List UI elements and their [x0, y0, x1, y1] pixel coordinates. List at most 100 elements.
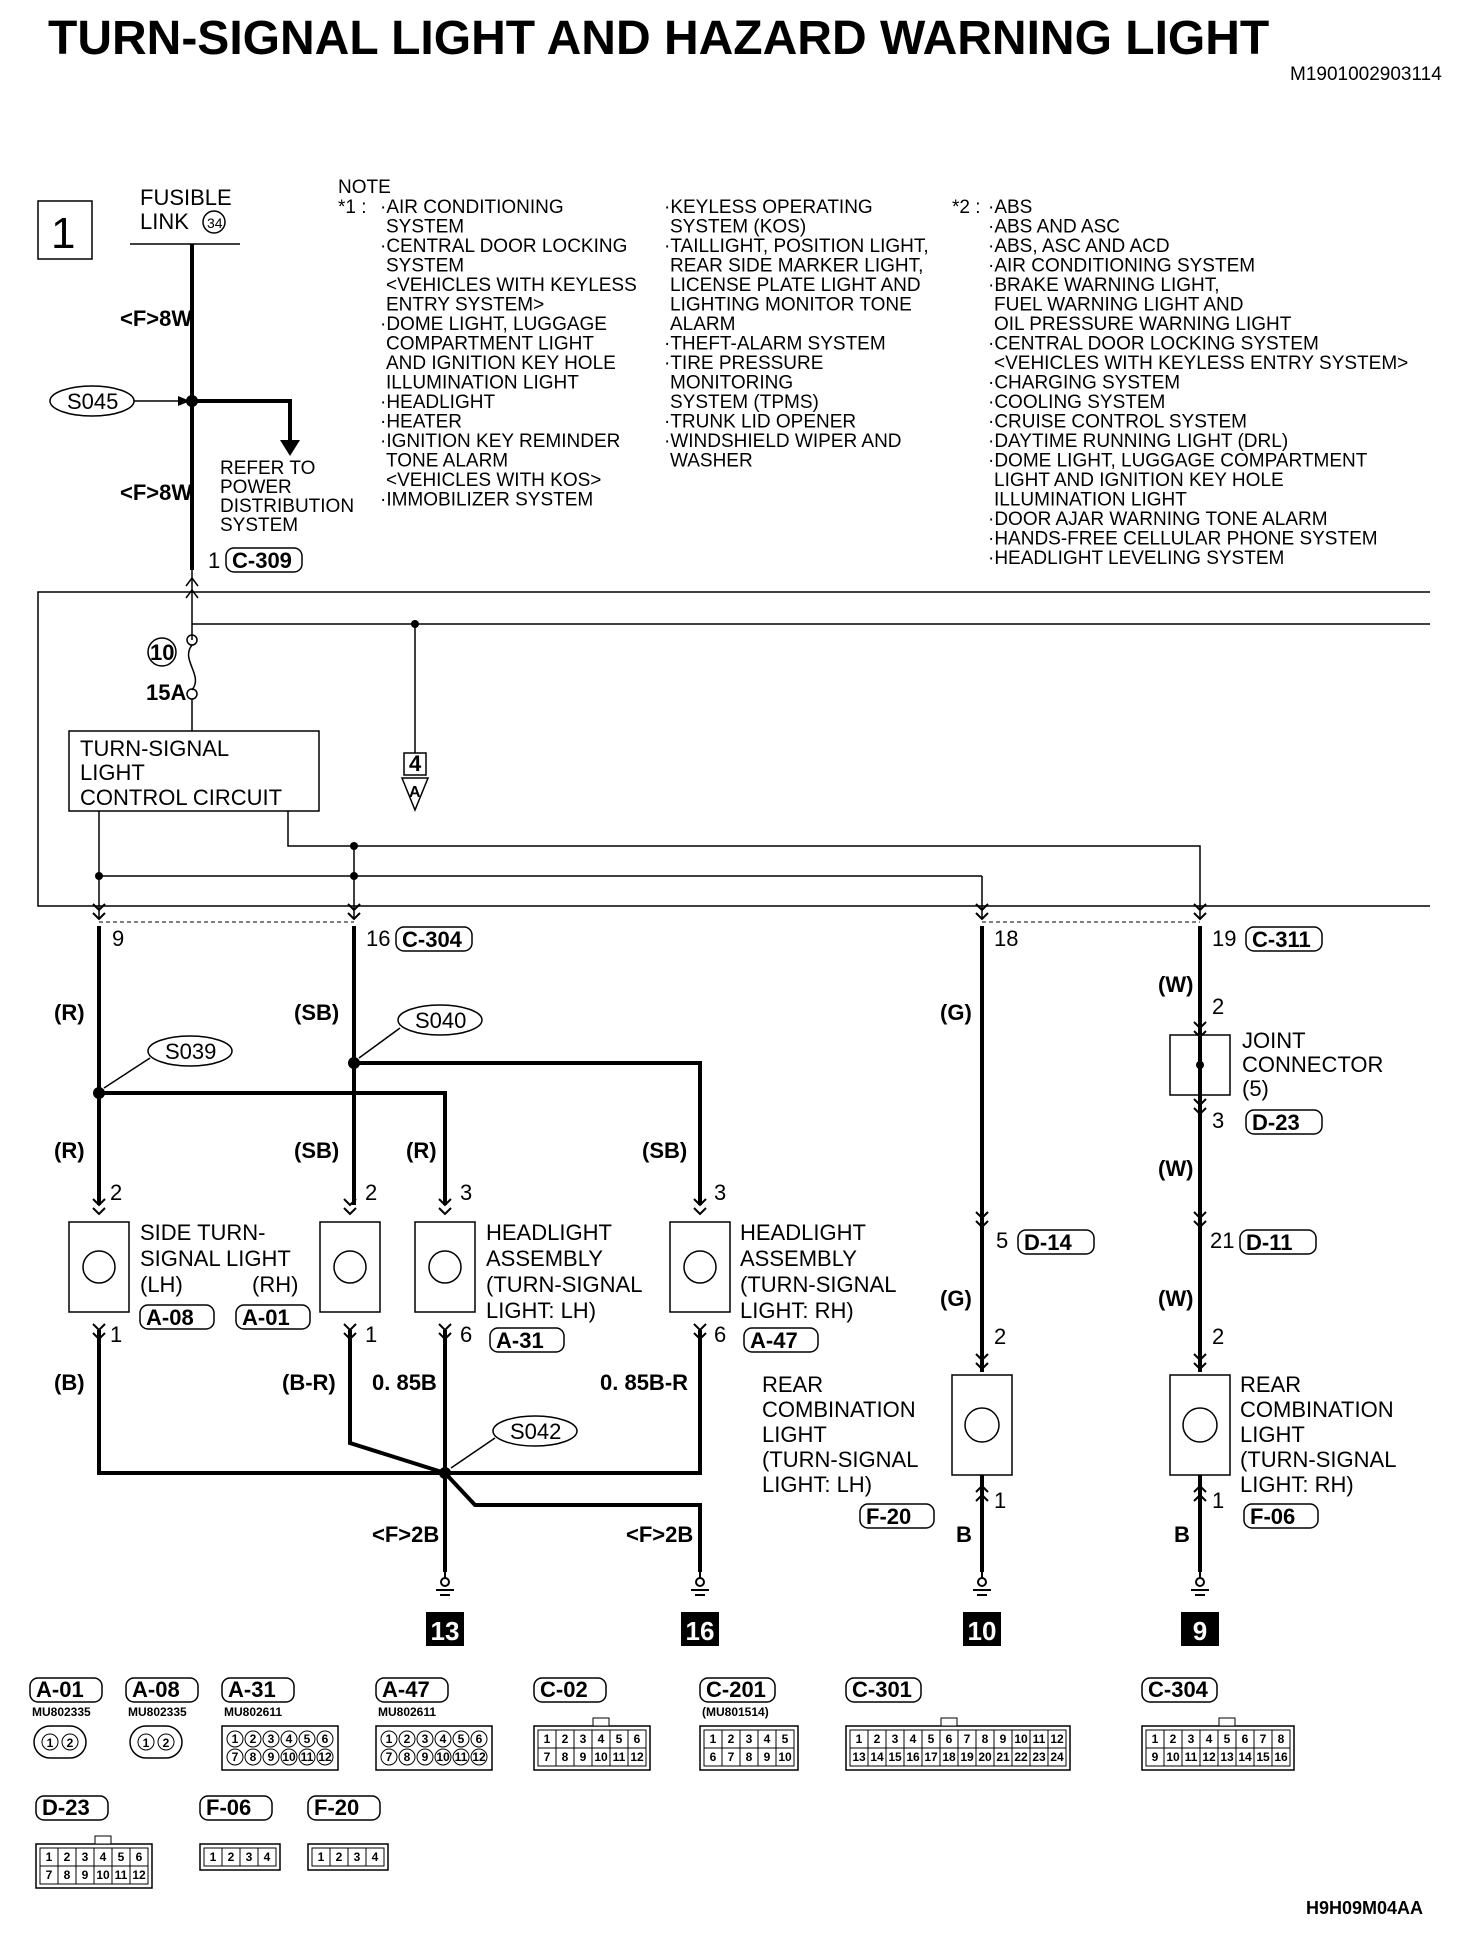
- connector-f20: F-20: [866, 1504, 911, 1529]
- rear-lh-bulb-icon: [964, 1407, 1000, 1443]
- connector-a31-box: [489, 1327, 565, 1353]
- legend-pin: 11: [301, 1750, 314, 1764]
- legend-pin: 5: [304, 1732, 311, 1746]
- rear-lh-label-3: LIGHT: [762, 1422, 827, 1447]
- joint-connector-dot: [1196, 1061, 1204, 1069]
- splice-s045-arrow: [178, 396, 190, 406]
- side-light-label-2: SIGNAL LIGHT: [140, 1246, 291, 1271]
- terminal-d11-pin: 21: [1210, 1228, 1234, 1253]
- control-circuit-label-2: LIGHT: [80, 760, 145, 785]
- power-distribution-arrow: [280, 440, 300, 456]
- connector-f06: F-06: [1250, 1504, 1295, 1529]
- connector-f20-box: [859, 1503, 935, 1529]
- wire-color-br: (B-R): [282, 1370, 336, 1395]
- legend-pin: 12: [1202, 1750, 1216, 1764]
- note1-col2-line: ·TIRE PRESSURE: [664, 353, 823, 374]
- rear-lh-label-2: COMBINATION: [762, 1397, 916, 1422]
- connector-c304: C-304: [402, 927, 463, 952]
- fuse-number-circle: [147, 637, 177, 667]
- legend-pin: 3: [746, 1732, 753, 1746]
- connector-d14: D-14: [1024, 1230, 1072, 1255]
- legend-pin: 8: [64, 1868, 71, 1882]
- headlight-lh-bulb-icon: [428, 1250, 462, 1284]
- legend-pin: 24: [1050, 1750, 1064, 1764]
- refer-text-1: REFER TO: [220, 458, 315, 479]
- legend-connector-id: A-01: [36, 1677, 84, 1702]
- joint-connector-label-1: JOINT: [1242, 1028, 1306, 1053]
- wire-color-w2: (W): [1158, 1156, 1193, 1181]
- fuse-element: [187, 644, 197, 691]
- legend-part-number: MU802335: [128, 1705, 187, 1719]
- splice-s042-label-oval: [492, 1415, 578, 1447]
- wire-color-r1: (R): [54, 1000, 85, 1025]
- wire-b-side-lh: [97, 1330, 445, 1475]
- note2-line: ·ABS AND ASC: [988, 217, 1120, 238]
- legend-pin: 16: [906, 1750, 920, 1764]
- offpage-triangle: [400, 777, 430, 812]
- legend-pin: 9: [82, 1868, 89, 1882]
- legend-pin: 4: [286, 1732, 293, 1746]
- splice-s040-label-oval: [397, 1004, 483, 1036]
- connector-a08-box: [139, 1304, 215, 1330]
- legend-pin: 16: [1274, 1750, 1288, 1764]
- note2-line: ·CHARGING SYSTEM: [988, 373, 1180, 394]
- rear-rh-label-1: REAR: [1240, 1372, 1301, 1397]
- legend-pin: 6: [1242, 1732, 1249, 1746]
- connector-arrow: [693, 1323, 707, 1341]
- fusible-link-number: 34: [207, 215, 223, 231]
- note1-col1-line: ILLUMINATION LIGHT: [386, 373, 579, 394]
- internal-junction-9: [95, 872, 103, 880]
- legend-pin: 8: [250, 1750, 257, 1764]
- legend-pin: 7: [46, 1868, 53, 1882]
- wire-size-085br: 0. 85B-R: [600, 1370, 688, 1395]
- legend-pin: 3: [580, 1732, 587, 1746]
- note1-col2-line: WASHER: [670, 451, 753, 472]
- legend-connector-id: C-301: [852, 1677, 912, 1702]
- note1-col1-line: ·IGNITION KEY REMINDER: [380, 431, 620, 452]
- terminal-jc-bottom: 3: [1212, 1108, 1224, 1133]
- legend-pin: 10: [1014, 1732, 1028, 1746]
- headlight-rh-label-4: LIGHT: RH): [740, 1298, 854, 1323]
- connector-a08: A-08: [146, 1305, 194, 1330]
- legend-connector-id: C-304: [1148, 1677, 1209, 1702]
- side-light-label-lh: (LH): [140, 1272, 183, 1297]
- side-lh-bulb-icon: [82, 1250, 116, 1284]
- connector-arrow: [1193, 1021, 1207, 1039]
- fusible-link-label-2: LINK: [140, 209, 189, 234]
- note1-col2-line: ALARM: [670, 314, 735, 335]
- legend-pin: 15: [888, 1750, 902, 1764]
- joint-connector-label-3: (5): [1242, 1076, 1269, 1101]
- legend-pin: 2: [67, 1736, 74, 1750]
- figure-code: H9H09M04AA: [1306, 1898, 1423, 1918]
- legend-pin: 1: [544, 1732, 551, 1746]
- legend-pin: 8: [404, 1750, 411, 1764]
- connector-arrow: [1193, 1484, 1207, 1502]
- connector-arrow: [1193, 1098, 1207, 1116]
- connector-arrow: [92, 1198, 106, 1216]
- legend-pin: 3: [422, 1732, 429, 1746]
- control-unit-frame: [37, 591, 1430, 907]
- legend-pin: 7: [386, 1750, 393, 1764]
- note1-col2-line: ·THEFT-ALARM SYSTEM: [664, 334, 886, 355]
- refer-text-4: SYSTEM: [220, 515, 298, 536]
- legend-pin: 23: [1032, 1750, 1046, 1764]
- connector-c311-box: [1245, 926, 1323, 952]
- note2-line: ·DOME LIGHT, LUGGAGE COMPARTMENT: [988, 451, 1368, 472]
- note1-col2-line: SYSTEM (TPMS): [670, 392, 819, 413]
- legend-connector-id: A-47: [382, 1677, 430, 1702]
- terminal-hl-rh-bottom: 6: [714, 1322, 726, 1347]
- legend-pin: 15: [1256, 1750, 1270, 1764]
- legend-part-number: MU802335: [32, 1705, 91, 1719]
- note2-line: ILLUMINATION LIGHT: [994, 490, 1187, 511]
- legend-connector-id: F-20: [314, 1795, 359, 1820]
- connector-arrow: [975, 1484, 989, 1502]
- page-number-box: [37, 200, 93, 260]
- legend-pin: 13: [852, 1750, 866, 1764]
- note1-col2-line: REAR SIDE MARKER LIGHT,: [670, 256, 923, 277]
- legend-pin: 12: [318, 1750, 332, 1764]
- offpage-number-box: [403, 752, 427, 776]
- ground-number: 16: [686, 1616, 715, 1646]
